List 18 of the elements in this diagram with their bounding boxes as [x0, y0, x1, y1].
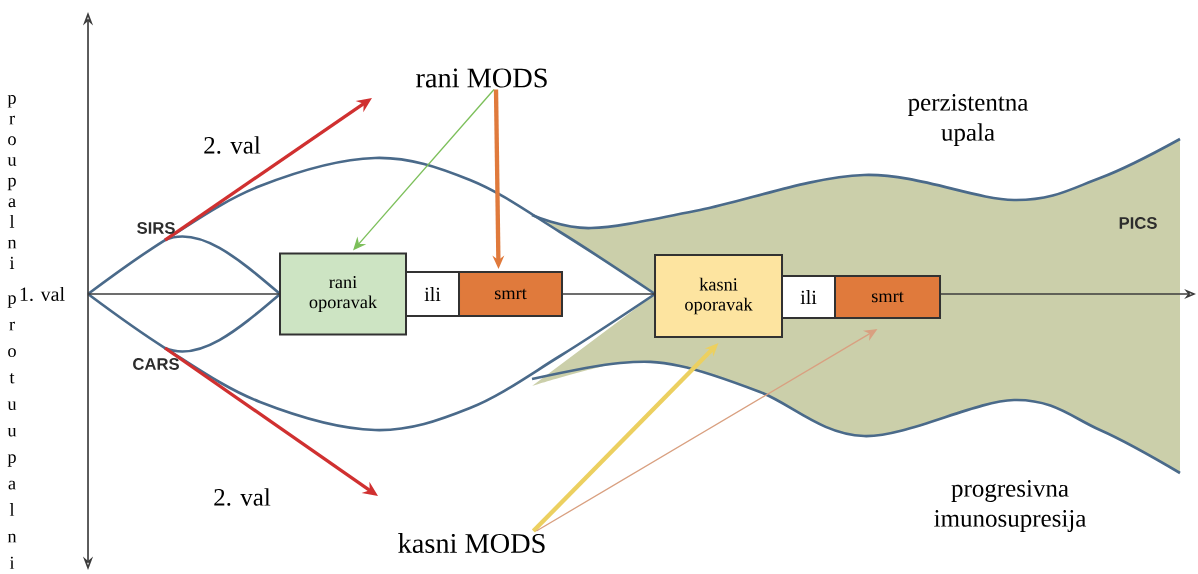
label-text: SIRS	[137, 222, 175, 234]
recovery-box: rani oporavak	[279, 252, 407, 336]
label-text: kasni MODS	[398, 533, 545, 553]
label-text: 2. val	[204, 136, 261, 154]
axis-label: 1. val	[20, 286, 65, 302]
label-text: PICS	[1119, 217, 1157, 229]
vertical-text: protuupalni	[7, 295, 17, 569]
death-box: smrt	[834, 275, 941, 319]
label-text: progresivna imunosupresija	[934, 480, 1087, 532]
label-text: perzistentna upala	[908, 94, 1029, 146]
or-box: ili	[781, 275, 836, 319]
label-text: 2. val	[214, 488, 271, 506]
label-text: rani MODS	[416, 68, 547, 88]
recovery-box: kasni oporavak	[654, 254, 783, 338]
or-box: ili	[405, 271, 460, 317]
label-text: CARS	[133, 358, 179, 370]
vertical-text: proupalni	[7, 95, 17, 269]
death-box: smrt	[458, 271, 563, 317]
